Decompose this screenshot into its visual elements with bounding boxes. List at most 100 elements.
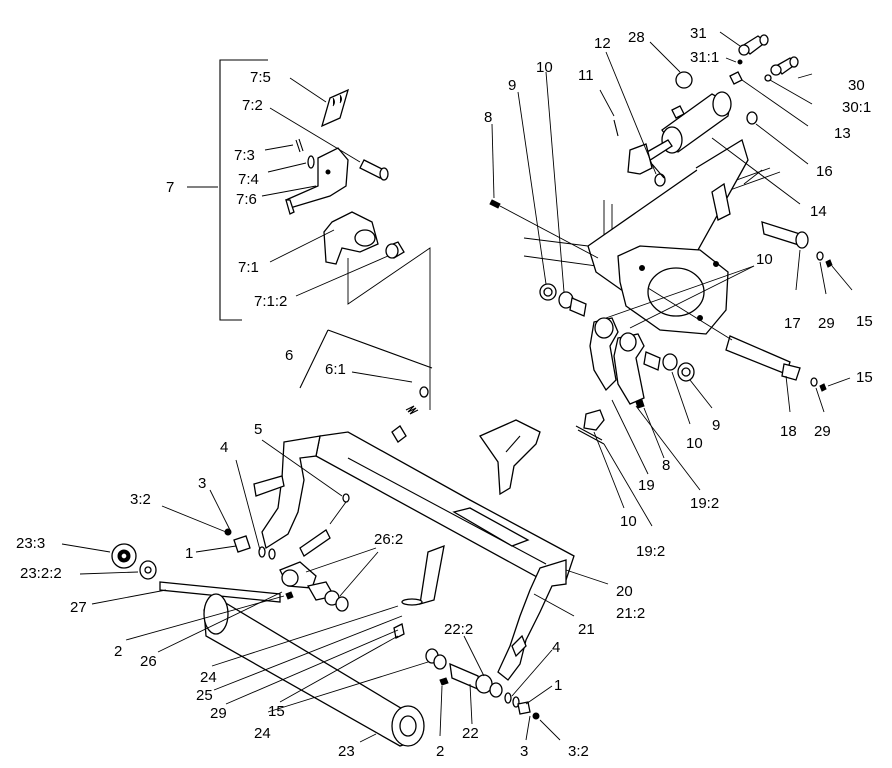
part-1-bolt-left <box>233 535 251 553</box>
callout-10-middle: 10 <box>686 435 703 452</box>
callout-22-2: 22:2 <box>444 621 473 638</box>
assembly-7-bracket <box>187 59 268 321</box>
leaders-group-7 <box>261 77 431 410</box>
callout-7-1-2: 7:1:2 <box>254 293 287 310</box>
callout-3-2-right: 3:2 <box>568 743 589 760</box>
part-27-roller-shaft <box>159 581 281 603</box>
callout-7: 7 <box>166 179 174 196</box>
part-23-3-bearing <box>111 543 137 569</box>
part-18-pivot-pin <box>647 287 801 381</box>
part-13-fitting <box>729 71 743 85</box>
callout-7-5: 7:5 <box>250 69 271 86</box>
callout-4-right: 4 <box>552 639 560 656</box>
part-3-nut-right <box>532 712 540 720</box>
part-17-pin <box>761 221 809 249</box>
callout-7-3: 7:3 <box>234 147 255 164</box>
part-7-4-washer <box>307 155 315 169</box>
callout-16: 16 <box>816 163 833 180</box>
callout-9-top: 9 <box>508 77 516 94</box>
callout-23-2-2: 23:2:2 <box>20 565 62 582</box>
callout-11: 11 <box>578 67 594 84</box>
callout-19-2-upper: 19:2 <box>690 495 719 512</box>
callout-7-2: 7:2 <box>242 97 263 114</box>
part-plate-mount <box>617 245 729 335</box>
part-16-washer <box>746 111 758 125</box>
part-2-grease-fitting-right <box>439 677 449 686</box>
callout-8-top: 8 <box>484 109 492 126</box>
callout-21-2: 21:2 <box>616 605 645 622</box>
part-8-bolt-upper <box>489 199 599 259</box>
part-7-3-cotter <box>295 138 304 153</box>
callout-19: 19 <box>638 477 655 494</box>
callout-10-lower: 10 <box>620 513 637 530</box>
part-25-tube <box>401 544 445 606</box>
callout-28: 28 <box>628 29 645 46</box>
part-cylinder <box>661 91 732 154</box>
part-4-washer-right <box>504 692 520 708</box>
callout-14: 14 <box>810 203 827 220</box>
part-20-main-frame <box>253 419 575 681</box>
part-30-1-oring <box>764 74 772 82</box>
callout-30: 30 <box>848 77 865 94</box>
callout-7-4: 7:4 <box>238 171 259 188</box>
part-4-washer-left <box>258 546 276 560</box>
callout-1-right: 1 <box>554 677 562 694</box>
leader-6-1 <box>351 371 413 383</box>
part-31-hose-fitting <box>738 34 769 56</box>
part-22-2-bushing <box>425 648 447 670</box>
part-8-bolt-lower <box>635 399 645 409</box>
callout-24-left: 24 <box>200 669 217 686</box>
callout-31-1: 31:1 <box>690 49 719 66</box>
part-22-spacer <box>449 662 503 698</box>
callout-26-2: 26:2 <box>374 531 403 548</box>
callout-3-right: 3 <box>520 743 528 760</box>
part-19-2-bushing <box>575 409 605 445</box>
callout-19-2-lower: 19:2 <box>636 543 665 560</box>
callout-29-upper: 29 <box>818 315 835 332</box>
callout-12: 12 <box>594 35 611 52</box>
callout-20: 20 <box>616 583 633 600</box>
part-29-washer-right <box>810 251 824 387</box>
callout-2-right: 2 <box>436 743 444 760</box>
part-6-1-spring <box>391 386 429 443</box>
callout-15-left: 15 <box>268 703 285 720</box>
callout-31: 31 <box>690 25 707 42</box>
callout-24-right: 24 <box>254 725 271 742</box>
part-7-2-pin <box>359 159 389 181</box>
callout-7-1: 7:1 <box>238 259 259 276</box>
part-15-bolt-right <box>819 259 833 392</box>
callout-30-1: 30:1 <box>842 99 871 116</box>
callout-21: 21 <box>578 621 595 638</box>
callout-3-2-left: 3:2 <box>130 491 151 508</box>
callout-27: 27 <box>70 599 87 616</box>
callout-23-3: 23:3 <box>16 535 45 552</box>
part-9-washer-upper <box>539 283 557 301</box>
callout-4-left: 4 <box>220 439 228 456</box>
leaders-lower-left <box>61 439 429 743</box>
part-19-pivot-arm <box>589 317 645 405</box>
part-15-bolt-left <box>393 623 405 639</box>
callout-6: 6 <box>285 347 293 364</box>
callout-15-lower: 15 <box>856 369 873 386</box>
callout-13: 13 <box>834 125 851 142</box>
callout-29-lower: 29 <box>814 423 831 440</box>
callout-8-lower: 8 <box>662 457 670 474</box>
part-23-2-2-seal <box>139 560 157 580</box>
callout-10-top: 10 <box>536 59 553 76</box>
callout-6-1: 6:1 <box>325 361 346 378</box>
part-7-6-latch <box>285 147 349 215</box>
callout-18: 18 <box>780 423 797 440</box>
callout-22: 22 <box>462 725 479 742</box>
callout-26: 26 <box>140 653 157 670</box>
part-bushing-upper <box>569 297 587 317</box>
part-7-1-2-bushing <box>385 241 405 259</box>
callout-1-left: 1 <box>185 545 193 562</box>
callout-23: 23 <box>338 743 355 760</box>
part-23-roller <box>203 593 425 747</box>
leaders-lower-right <box>439 569 609 741</box>
part-5-bolt <box>329 493 350 525</box>
callout-3-left: 3 <box>198 475 206 492</box>
assembly-6-bracket <box>299 329 433 389</box>
part-2-grease-fitting-left <box>285 591 294 600</box>
